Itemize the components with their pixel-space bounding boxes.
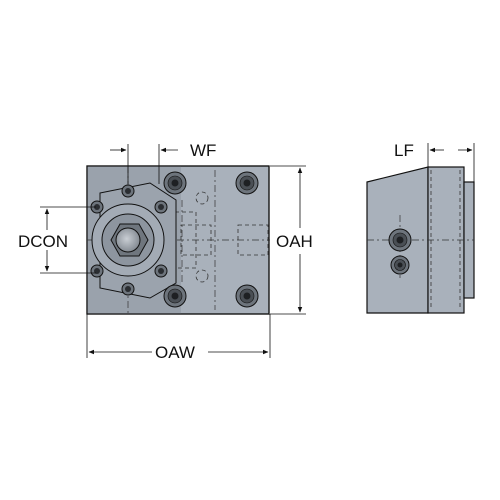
label-oaw: OAW	[155, 343, 195, 362]
bore	[115, 227, 141, 253]
dimension-lines	[40, 143, 475, 358]
label-oah: OAH	[276, 232, 313, 251]
label-wf: WF	[190, 141, 216, 160]
dimension-labels: WF LF DCON OAH OAW	[18, 141, 414, 362]
label-lf: LF	[394, 141, 414, 160]
front-hidden-slots	[168, 191, 269, 283]
front-view	[86, 165, 270, 315]
flange-screws	[90, 184, 168, 296]
side-view	[366, 166, 475, 314]
side-holes	[388, 228, 412, 275]
flange	[91, 182, 177, 299]
corner-bolts	[163, 171, 259, 308]
label-dcon: DCON	[18, 232, 68, 251]
side-hidden-lines	[430, 170, 461, 310]
